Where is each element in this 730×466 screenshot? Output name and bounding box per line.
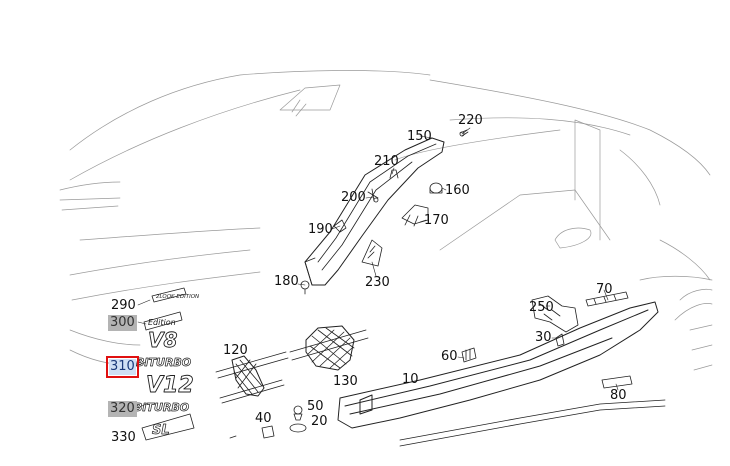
side-sill-panel — [337, 301, 659, 429]
callout-120[interactable]: 120 — [223, 343, 248, 358]
callout-20[interactable]: 20 — [311, 414, 328, 429]
clip-60 — [461, 347, 477, 363]
emblem-edition-small: 2LOOK EDITION — [151, 287, 199, 303]
callout-150[interactable]: 150 — [407, 129, 432, 144]
callout-30[interactable]: 30 — [535, 330, 552, 345]
callout-250[interactable]: 250 — [529, 300, 554, 315]
callout-320[interactable]: 320 — [108, 401, 137, 417]
callout-210[interactable]: 210 — [374, 154, 399, 169]
screw-220 — [459, 129, 469, 137]
callout-330[interactable]: 330 — [111, 430, 136, 445]
emblem-biturbo-2-text: BITURBO — [134, 401, 189, 414]
clip-200 — [367, 188, 379, 203]
emblem-v8: V8 — [148, 328, 178, 353]
callout-300[interactable]: 300 — [108, 315, 137, 331]
emblem-edition-small-text: 2LOOK EDITION — [156, 294, 199, 300]
clip-190 — [333, 219, 347, 233]
trim-80 — [601, 375, 633, 389]
nut-20 — [289, 423, 307, 433]
callout-130[interactable]: 130 — [333, 374, 358, 389]
car-body-outline — [59, 70, 713, 371]
clip-180 — [300, 280, 310, 295]
callout-200[interactable]: 200 — [341, 190, 366, 205]
a-pillar-trim — [304, 137, 445, 286]
callout-190[interactable]: 190 — [308, 222, 333, 237]
fender-vent-120 — [215, 351, 289, 404]
emblem-v12: V12 — [146, 373, 195, 399]
emblem-sl: SL — [141, 413, 195, 441]
callout-230[interactable]: 230 — [365, 275, 390, 290]
emblem-biturbo-1: BITURBO — [136, 356, 192, 370]
clip-40 — [229, 425, 275, 439]
callout-220[interactable]: 220 — [458, 113, 483, 128]
emblem-v8-text: V8 — [148, 328, 177, 352]
bracket-250 — [531, 295, 579, 333]
emblem-edition: Edition — [143, 311, 183, 331]
leader-lines — [297, 127, 619, 391]
clip-30 — [555, 333, 565, 347]
callout-310[interactable]: 310 — [106, 356, 139, 378]
emblem-v12-text: V12 — [146, 373, 194, 398]
bracket-170 — [401, 204, 429, 227]
screw-210 — [389, 169, 399, 179]
screw-50 — [293, 405, 303, 421]
grille-130 — [289, 325, 369, 371]
emblem-biturbo-2: BITURBO — [134, 401, 190, 415]
callout-10[interactable]: 10 — [402, 372, 419, 387]
callout-70[interactable]: 70 — [596, 282, 613, 297]
plug-160 — [429, 182, 443, 194]
emblem-edition-text: Edition — [148, 318, 176, 327]
sill-lower-strip — [399, 399, 666, 447]
rail-70 — [585, 291, 629, 307]
callout-40[interactable]: 40 — [255, 411, 272, 426]
callout-60[interactable]: 60 — [441, 349, 458, 364]
emblem-sl-text: SL — [152, 423, 170, 438]
callout-180[interactable]: 180 — [274, 274, 299, 289]
callout-80[interactable]: 80 — [610, 388, 627, 403]
callout-160[interactable]: 160 — [445, 183, 470, 198]
callout-170[interactable]: 170 — [424, 213, 449, 228]
emblem-leaders — [135, 299, 151, 409]
callout-290[interactable]: 290 — [111, 298, 136, 313]
emblem-biturbo-1-text: BITURBO — [136, 356, 191, 369]
callout-50[interactable]: 50 — [307, 399, 324, 414]
